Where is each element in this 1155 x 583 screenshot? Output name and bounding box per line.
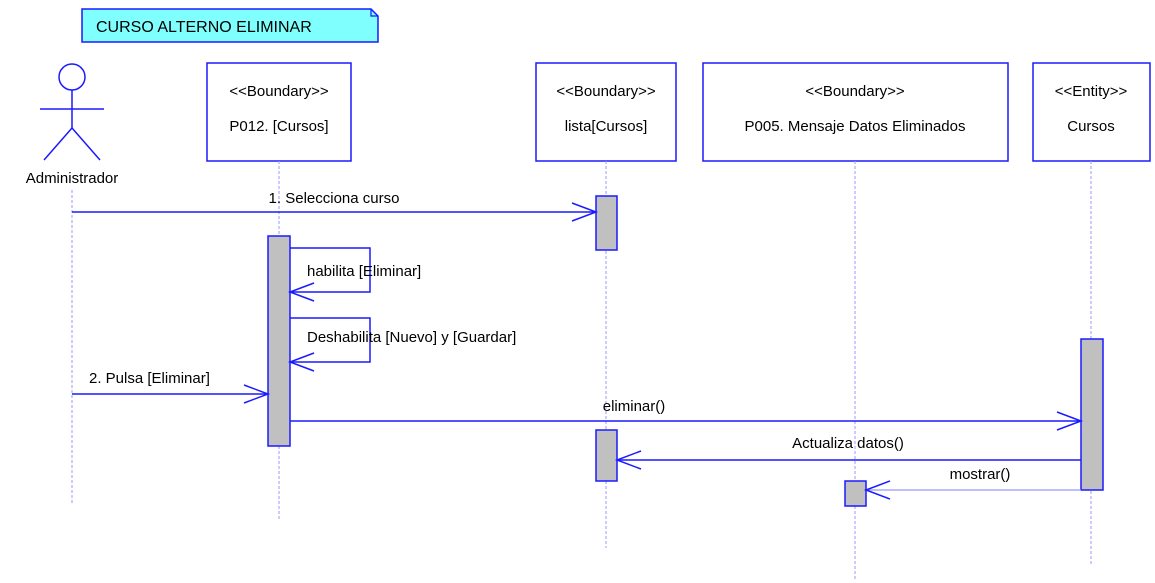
activation-lista-1: [595, 195, 618, 251]
lifeline-stereotype: <<Boundary>>: [229, 83, 328, 100]
message-selecciona-curso: 1. Selecciona curso: [72, 190, 599, 222]
lifeline-name: lista[Cursos]: [565, 118, 648, 135]
message-label: Deshabilita [Nuevo] y [Guardar]: [307, 329, 516, 346]
actor-administrador: Administrador: [26, 63, 119, 187]
lifeline-name: P005. Mensaje Datos Eliminados: [745, 118, 966, 135]
activation-lista-2: [595, 429, 618, 482]
message-label: Actualiza datos(): [792, 435, 904, 452]
lifeline-box-lista-cursos: <<Boundary>> lista[Cursos]: [535, 62, 677, 162]
lifeline-name: P012. [Cursos]: [229, 118, 328, 135]
activation-p005: [844, 480, 867, 507]
lifeline-stereotype: <<Boundary>>: [805, 83, 904, 100]
lifeline-name: Cursos: [1067, 118, 1115, 135]
message-actualiza-datos: Actualiza datos(): [614, 435, 1081, 470]
diagram-title-note: CURSO ALTERNO ELIMINAR: [81, 8, 379, 43]
lifeline-box-p005: <<Boundary>> P005. Mensaje Datos Elimina…: [702, 62, 1009, 162]
message-label: mostrar(): [950, 466, 1011, 483]
actor-name: Administrador: [26, 170, 119, 187]
message-label: 2. Pulsa [Eliminar]: [89, 370, 210, 387]
lifeline-box-p012: <<Boundary>> P012. [Cursos]: [206, 62, 352, 162]
message-label: 1. Selecciona curso: [269, 190, 400, 207]
diagram-title: CURSO ALTERNO ELIMINAR: [96, 19, 312, 36]
activation-cursos: [1080, 338, 1104, 491]
lifeline-stereotype: <<Entity>>: [1055, 83, 1128, 100]
message-label: eliminar(): [603, 398, 666, 415]
message-habilita-eliminar: habilita [Eliminar]: [287, 247, 421, 302]
message-eliminar: eliminar(): [290, 398, 1084, 431]
activation-p012: [267, 235, 291, 447]
message-label: habilita [Eliminar]: [307, 263, 421, 280]
message-pulsa-eliminar: 2. Pulsa [Eliminar]: [72, 370, 271, 404]
message-deshabilita: Deshabilita [Nuevo] y [Guardar]: [287, 317, 516, 372]
lifeline-box-cursos-entity: <<Entity>> Cursos: [1032, 62, 1151, 162]
message-mostrar: mostrar(): [863, 466, 1081, 500]
lifeline-stereotype: <<Boundary>>: [556, 83, 655, 100]
lifeline-dashes: [71, 161, 1092, 580]
activation-bars: [267, 195, 1104, 507]
